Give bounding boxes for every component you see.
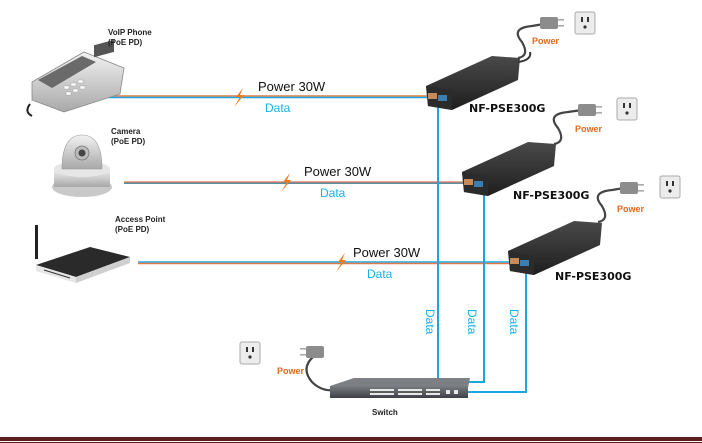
outlet-icon (616, 97, 638, 121)
footer-rule-thick (0, 437, 702, 441)
link-1-data-label: Data (265, 101, 291, 115)
injector-2-model: NF-PSE300G (513, 189, 590, 202)
power-cord-2 (552, 108, 583, 146)
injector-3-power-label: Power (617, 204, 645, 214)
device-label-camera: Camera (PoE PD) (111, 127, 145, 147)
link-1-cable (108, 95, 430, 99)
link-2-cable (124, 181, 466, 185)
uplink-3-data-label: Data (507, 309, 521, 335)
power-cord-switch (305, 355, 337, 392)
link-3-cable (138, 261, 510, 265)
outlet-icon (574, 11, 596, 35)
voip-phone-icon (26, 39, 125, 117)
uplink-2-line (463, 190, 485, 383)
device-name: Access Point (115, 215, 166, 224)
access-point-icon (35, 225, 130, 283)
device-role: (PoE PD) (115, 225, 150, 234)
outlet-icon (239, 341, 261, 365)
link-3-data-label: Data (367, 267, 393, 281)
injector-1-icon (426, 51, 532, 110)
power-cord-1 (516, 22, 545, 60)
plug-icon (578, 104, 602, 116)
uplink-2-data-label: Data (465, 309, 479, 335)
injector-3-model: NF-PSE300G (555, 270, 632, 283)
camera-icon (52, 134, 112, 197)
injector-1-model: NF-PSE300G (469, 102, 546, 115)
device-role: (PoE PD) (108, 38, 143, 47)
plug-icon (300, 346, 324, 358)
injector-2-icon (462, 142, 556, 196)
link-3-power-label: Power 30W (353, 245, 421, 260)
uplink-3-line (468, 270, 527, 393)
link-2-data-label: Data (320, 186, 346, 200)
injector-3-icon (508, 221, 602, 275)
plug-icon (620, 182, 644, 194)
link-1-power-label: Power 30W (258, 79, 326, 94)
uplink-lines (437, 103, 527, 393)
device-name: Camera (111, 127, 141, 136)
switch-icon (330, 378, 470, 398)
device-role: (PoE PD) (111, 137, 146, 146)
device-label-access-point: Access Point (PoE PD) (115, 215, 165, 235)
device-label-voip-phone: VoIP Phone (PoE PD) (108, 28, 152, 48)
device-name: VoIP Phone (108, 28, 152, 37)
power-cord-3 (596, 186, 625, 224)
switch-label: Switch (372, 408, 398, 417)
plug-icon (540, 17, 564, 29)
injector-2-power-label: Power (575, 124, 603, 134)
link-2-power-label: Power 30W (304, 164, 372, 179)
uplink-1-data-label: Data (423, 309, 437, 335)
injector-1-power-label: Power (532, 36, 560, 46)
outlet-icon (659, 175, 681, 199)
switch-power-label: Power (277, 366, 305, 376)
